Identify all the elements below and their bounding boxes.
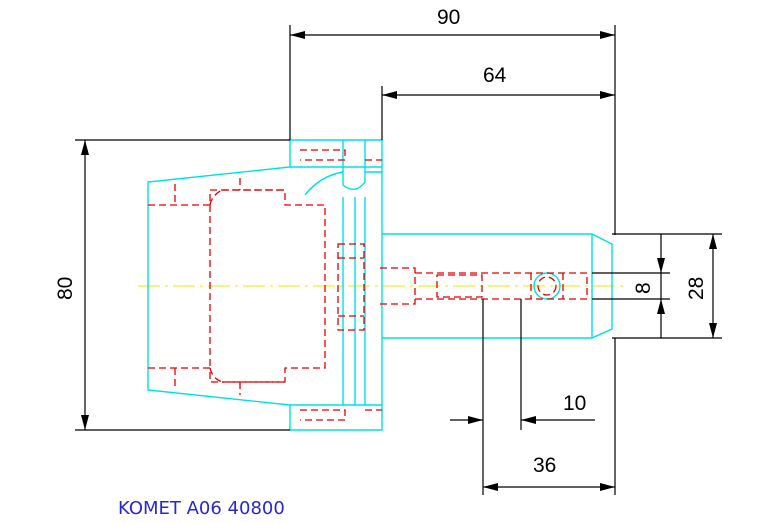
dim-slot-width: 10: [563, 392, 586, 415]
part-outline: [147, 139, 613, 431]
dim-bore-diameter: 8: [632, 282, 655, 294]
dim-flange-diameter: 80: [54, 277, 77, 300]
dim-shank-diameter: 28: [685, 277, 708, 300]
part-label: KOMET A06 40800: [118, 498, 285, 519]
hidden-lines: [148, 149, 588, 421]
dimension-lines: [75, 25, 722, 495]
dim-slot-distance: 36: [533, 454, 556, 477]
dim-shank-length: 64: [483, 64, 507, 87]
dim-overall-length: 90: [437, 6, 460, 29]
